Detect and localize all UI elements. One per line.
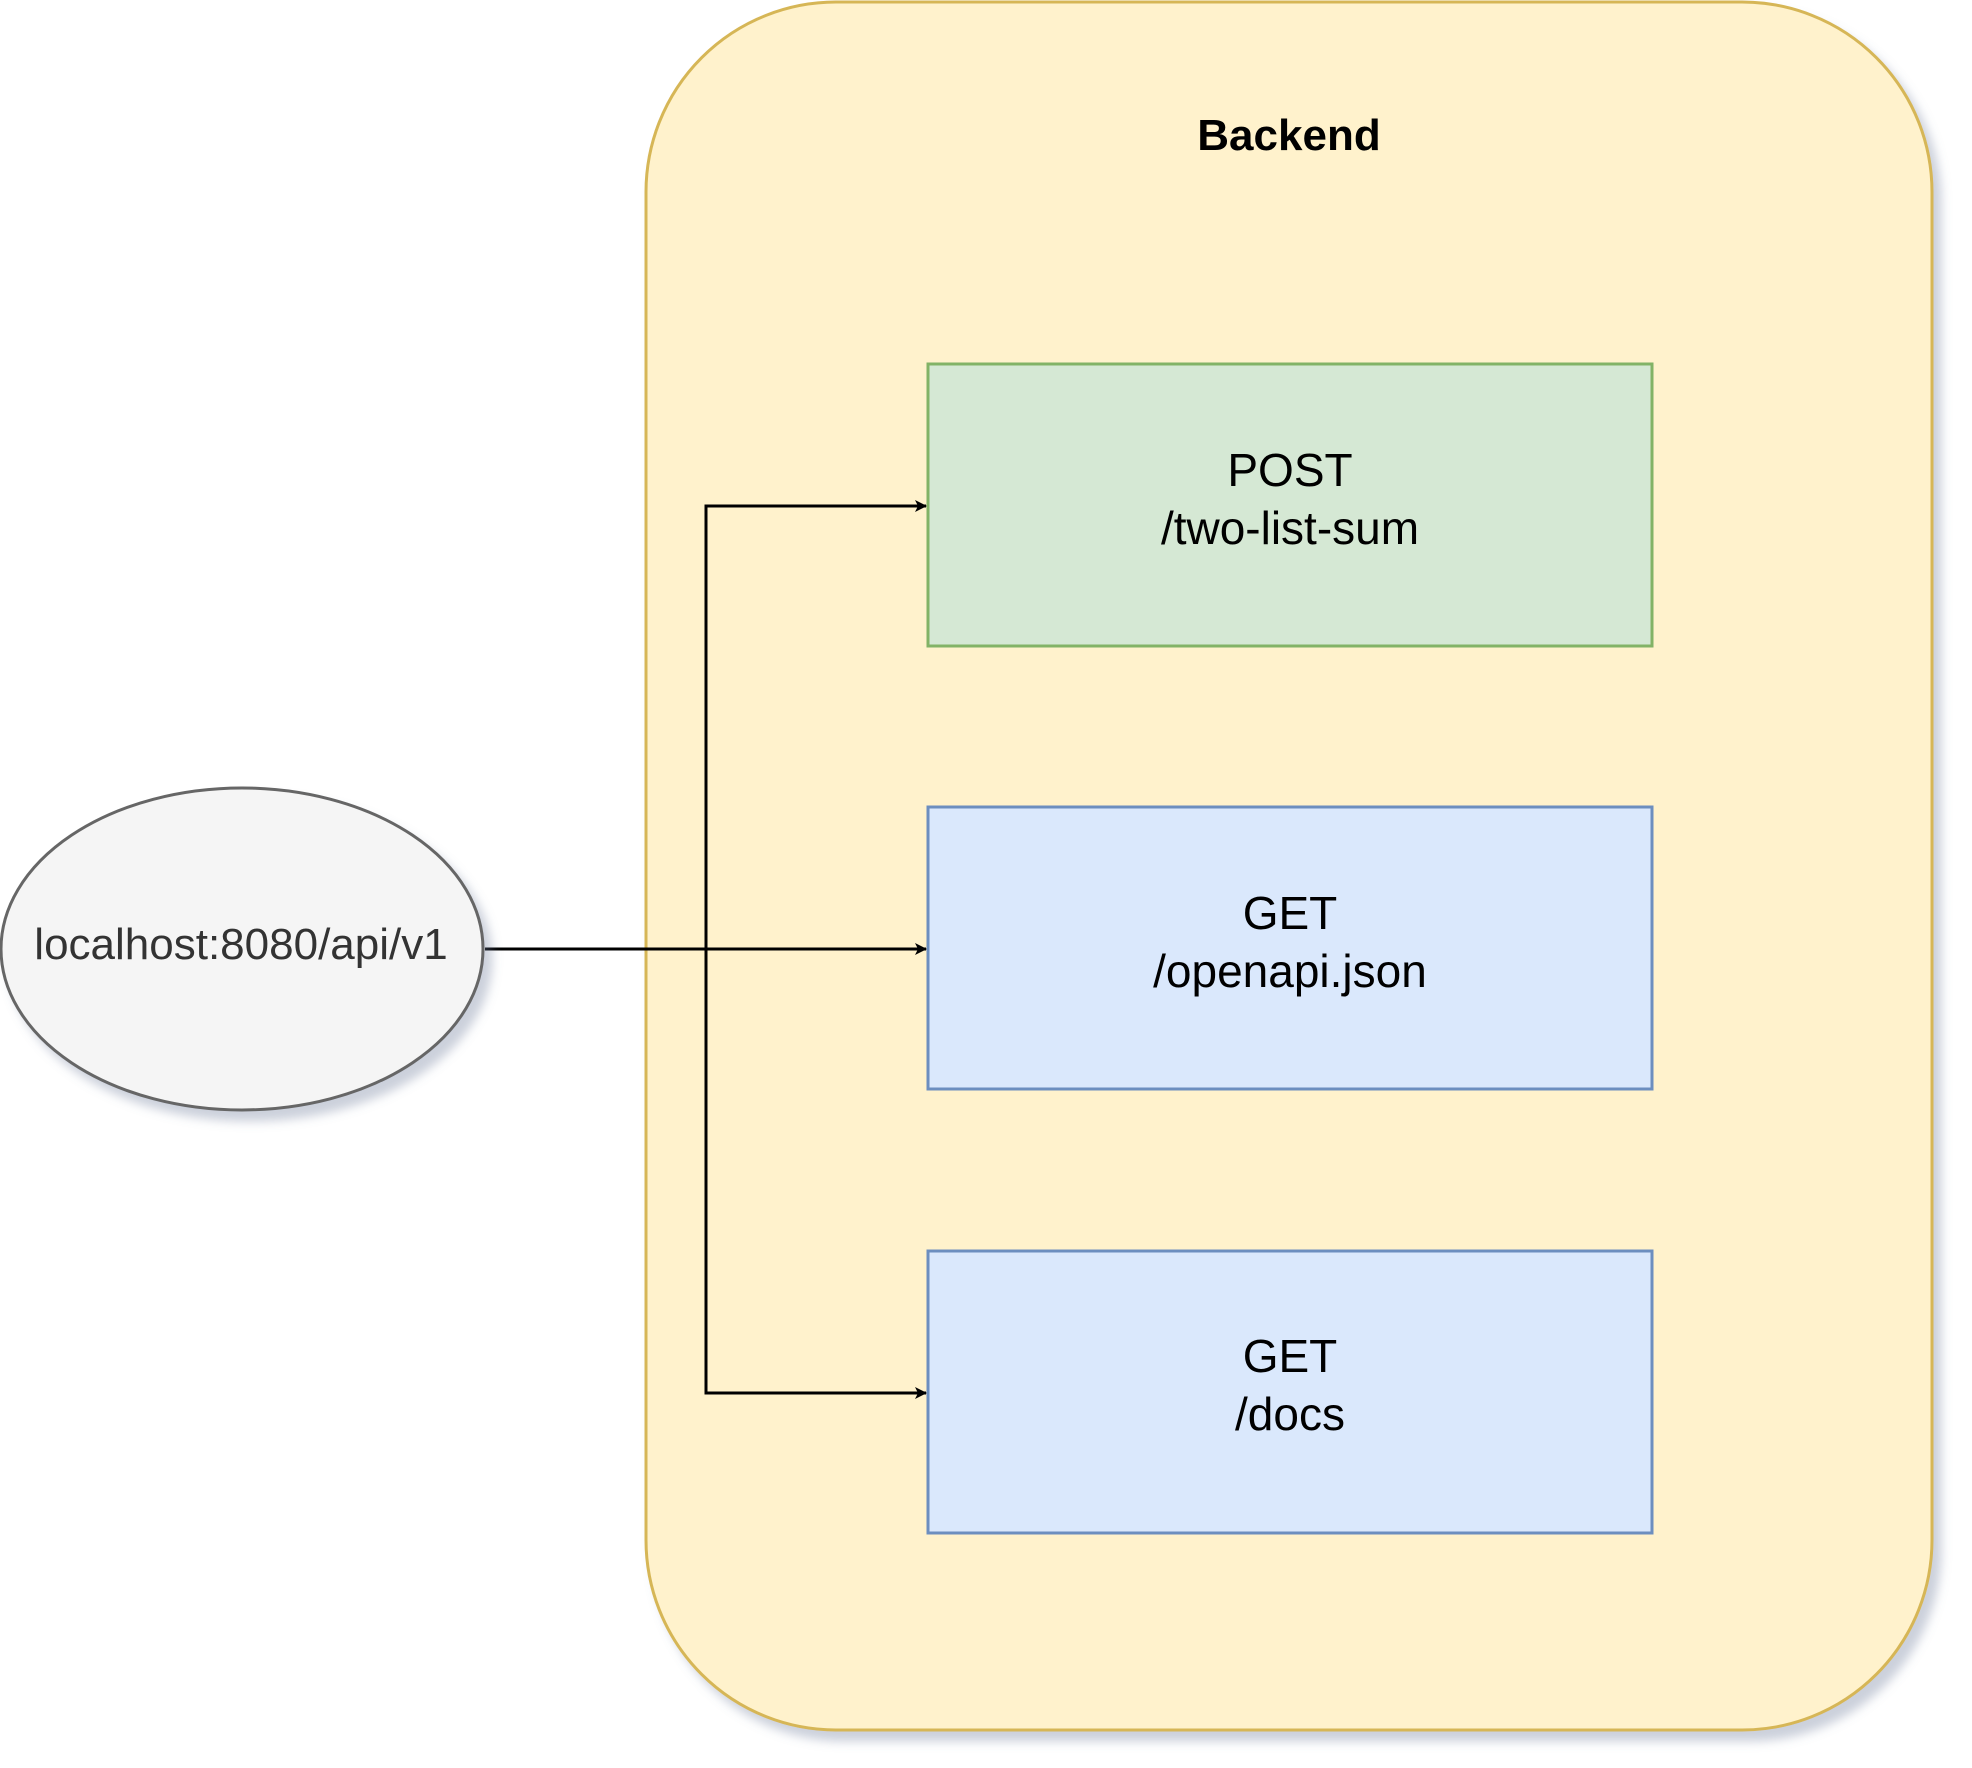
endpoint-docs-box (926, 1249, 1654, 1535)
endpoint-docs[interactable]: GET /docs (926, 1249, 1654, 1535)
connectors (485, 500, 927, 1399)
endpoint-two-list-sum-box (926, 362, 1654, 648)
client-node-shape (0, 786, 485, 1112)
endpoint-two-list-sum-path: /two-list-sum (1161, 502, 1419, 554)
client-node[interactable]: localhost:8080/api/v1 (0, 786, 485, 1112)
connector-to-docs[interactable] (704, 949, 927, 1399)
endpoint-openapi-json-method: GET (1243, 887, 1338, 939)
endpoint-two-list-sum-method: POST (1227, 444, 1352, 496)
endpoint-openapi-json[interactable]: GET /openapi.json (926, 805, 1654, 1091)
backend-container-title: Backend (1197, 111, 1380, 160)
endpoint-openapi-json-path: /openapi.json (1153, 945, 1427, 997)
endpoint-two-list-sum[interactable]: POST /two-list-sum (926, 362, 1654, 648)
endpoint-openapi-json-box (926, 805, 1654, 1091)
endpoint-docs-method: GET (1243, 1330, 1338, 1382)
client-node-label: localhost:8080/api/v1 (34, 920, 447, 969)
endpoint-docs-path: /docs (1235, 1388, 1345, 1440)
connector-to-two-list-sum[interactable] (704, 500, 927, 949)
